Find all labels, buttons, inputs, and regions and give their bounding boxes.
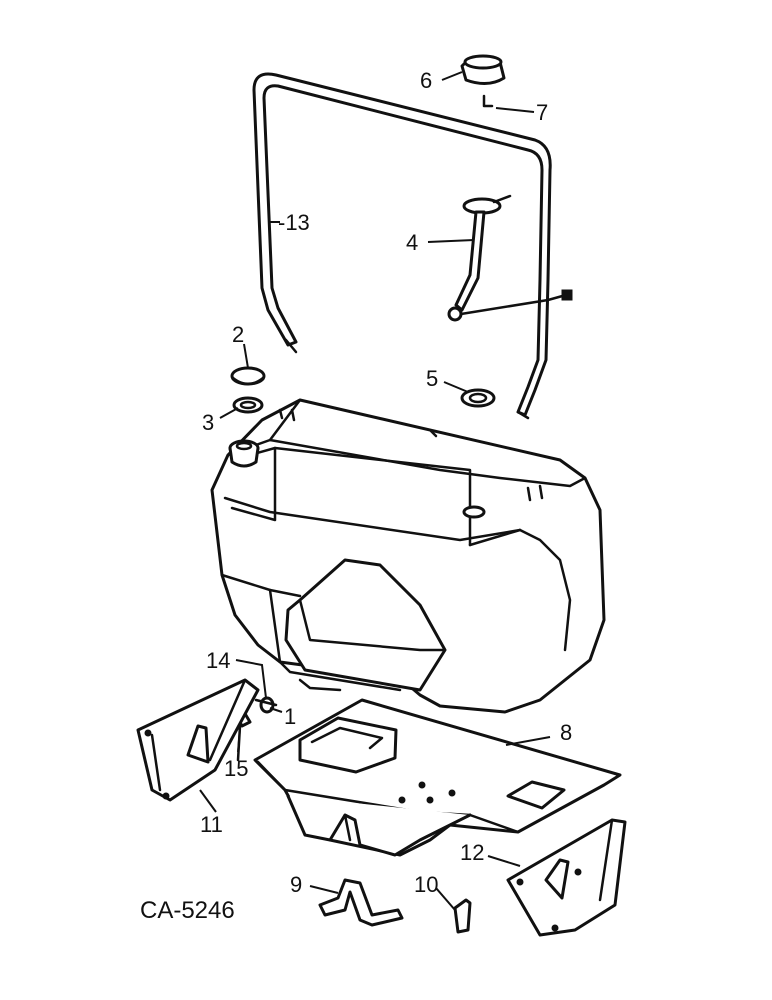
callout-12: 12: [460, 840, 484, 865]
callout-11: 11: [200, 812, 223, 837]
clip: [453, 898, 472, 934]
mounting-plate: [253, 698, 622, 857]
callout-2: 2: [232, 322, 244, 347]
fitting: [482, 94, 494, 108]
sending-unit: [447, 194, 573, 322]
gasket: [232, 396, 264, 414]
callouts: 6 7 -13 4 2 5 3 14 1 8 15 11 12 9 10: [200, 68, 572, 897]
callout-15: 15: [224, 756, 248, 781]
callout-6: 6: [420, 68, 432, 93]
right-support-bracket: [506, 818, 627, 937]
tank-strap: [252, 72, 552, 420]
callout-8: 8: [560, 720, 572, 745]
leader-lines: [199, 71, 551, 911]
drain-plug-cap: [230, 366, 266, 386]
callout-1: 1: [284, 704, 296, 729]
fuel-tank: [210, 398, 606, 714]
callout-4: 4: [406, 230, 418, 255]
sending-unit-gasket: [460, 388, 496, 408]
filler-cap: [460, 54, 506, 85]
clamp-strap: [318, 878, 404, 927]
callout-14: 14: [206, 648, 230, 673]
callout-5: 5: [426, 366, 438, 391]
callout-7: 7: [536, 100, 548, 125]
left-support-bracket: [136, 678, 260, 802]
callout-13: -13: [278, 210, 310, 235]
reference-code: CA-5246: [140, 897, 235, 924]
callout-9: 9: [290, 872, 302, 897]
callout-10: 10: [414, 872, 438, 897]
callout-3: 3: [202, 410, 214, 435]
